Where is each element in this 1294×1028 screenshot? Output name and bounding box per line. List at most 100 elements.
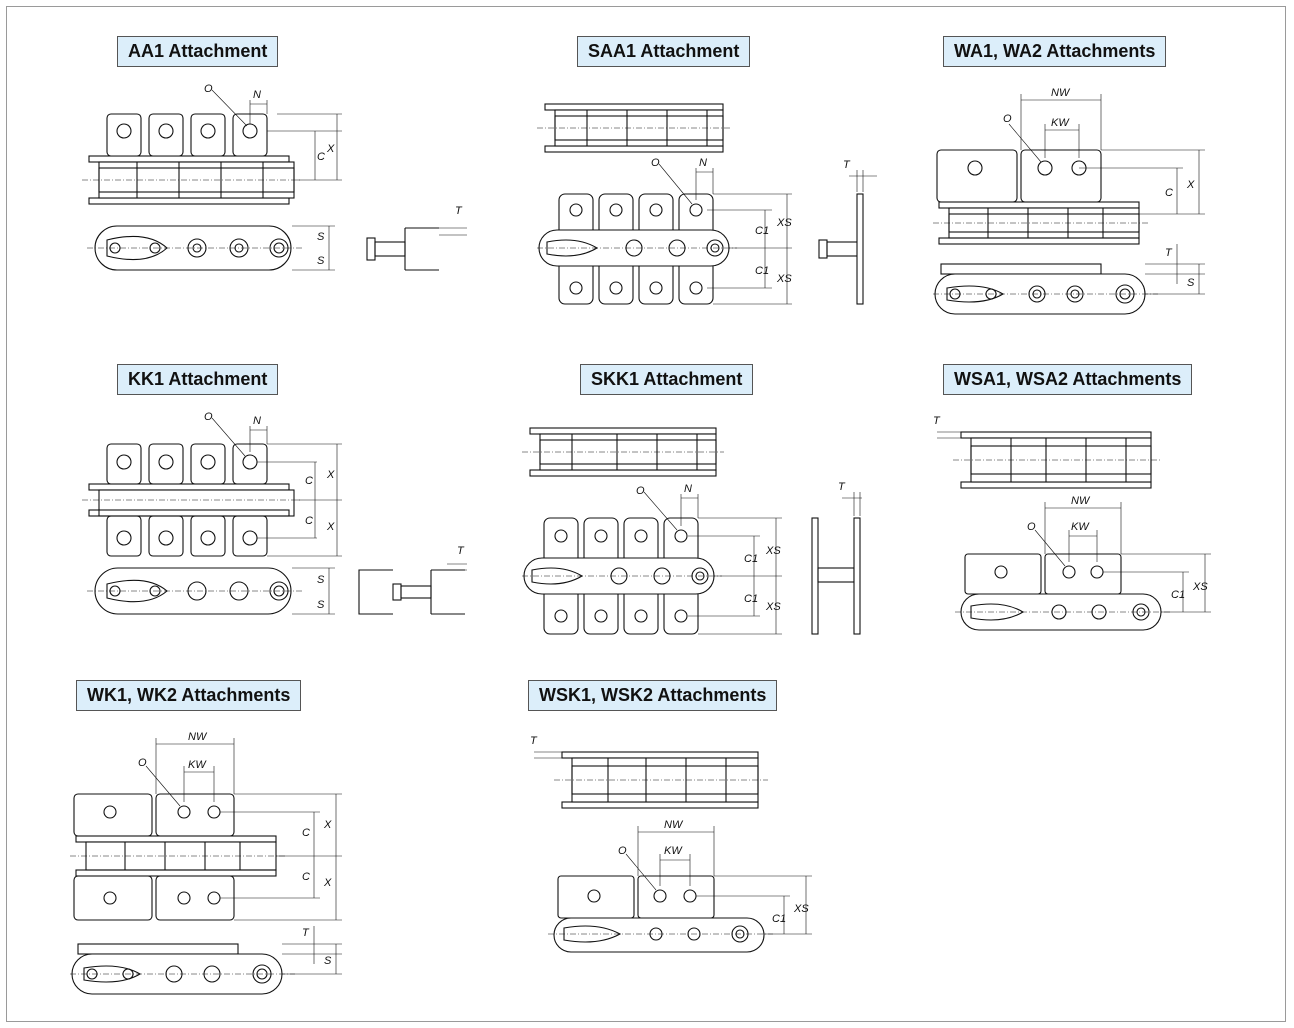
kk1-drawing: O N C X C X S S T bbox=[82, 411, 467, 615]
label-x: X bbox=[326, 143, 335, 155]
label-x: X bbox=[1186, 179, 1195, 191]
panel-title: WSA1, WSA2 Attachments bbox=[943, 364, 1193, 395]
wsk1-drawing: T NW KW O C1 XS bbox=[530, 735, 812, 953]
label-xs2: XS bbox=[776, 273, 792, 285]
label-o: O bbox=[204, 83, 213, 95]
label-nw: NW bbox=[664, 819, 684, 831]
label-t: T bbox=[1165, 247, 1173, 259]
panel-title: WK1, WK2 Attachments bbox=[76, 680, 302, 711]
aa1-front-view: S S bbox=[87, 225, 335, 271]
label-t: T bbox=[302, 927, 310, 939]
panel-title: SAA1 Attachment bbox=[577, 36, 751, 67]
wk1-front-view: T S bbox=[70, 926, 342, 995]
label-c: C bbox=[317, 151, 325, 163]
label-x2: X bbox=[326, 521, 335, 533]
label-t: T bbox=[455, 205, 463, 217]
panel-wa1: WA1, WA2 Attachments NW KW bbox=[933, 36, 1243, 336]
label-n: N bbox=[684, 483, 692, 495]
kk1-side-view: T bbox=[358, 545, 467, 615]
panel-saa1: SAA1 Attachment bbox=[537, 36, 877, 336]
label-nw: NW bbox=[1051, 87, 1071, 99]
label-kw: KW bbox=[1051, 117, 1070, 129]
label-c1: C1 bbox=[1171, 589, 1185, 601]
aa1-drawing: O N C X S S T bbox=[82, 83, 467, 271]
wsa1-drawing: T NW KW O C1 XS bbox=[933, 415, 1211, 631]
saa1-top-view bbox=[537, 103, 732, 153]
wa1-top-view: NW KW O C X bbox=[933, 87, 1205, 245]
label-c1b: C1 bbox=[744, 593, 758, 605]
label-c: C bbox=[305, 475, 313, 487]
label-c1: C1 bbox=[755, 225, 769, 237]
panel-title: SKK1 Attachment bbox=[580, 364, 754, 395]
label-x: X bbox=[326, 469, 335, 481]
panel-skk1: SKK1 Attachment bbox=[522, 364, 880, 654]
label-x: X bbox=[323, 819, 332, 831]
label-c2: C bbox=[302, 871, 310, 883]
label-xs: XS bbox=[776, 217, 792, 229]
panel-aa1: AA1 Attachment O N bbox=[82, 36, 477, 336]
label-c: C bbox=[1165, 187, 1173, 199]
label-kw: KW bbox=[1071, 521, 1090, 533]
saa1-side-view: T bbox=[818, 159, 877, 305]
panel-title: AA1 Attachment bbox=[117, 36, 279, 67]
label-c1: C1 bbox=[772, 913, 786, 925]
label-o: O bbox=[618, 845, 627, 857]
wsk1-front-view: NW KW O C1 XS bbox=[548, 819, 812, 953]
label-s2: S bbox=[317, 255, 325, 267]
aa1-side-view: T bbox=[366, 205, 467, 271]
diagram-frame bbox=[6, 6, 1286, 1022]
wsa1-top-view: T bbox=[933, 415, 1161, 489]
label-t: T bbox=[933, 415, 941, 427]
panel-title: WA1, WA2 Attachments bbox=[943, 36, 1167, 67]
wk1-top-view: NW KW O C X C X bbox=[70, 731, 342, 921]
label-xs: XS bbox=[765, 545, 781, 557]
panel-wsk1: WSK1, WSK2 Attachments T bbox=[528, 680, 828, 980]
label-s: S bbox=[1187, 277, 1195, 289]
panel-title: KK1 Attachment bbox=[117, 364, 279, 395]
label-o: O bbox=[138, 757, 147, 769]
panel-kk1: KK1 Attachment O N bbox=[82, 364, 477, 654]
label-xs: XS bbox=[793, 903, 809, 915]
label-s: S bbox=[317, 231, 325, 243]
kk1-front-view: S S bbox=[87, 567, 335, 615]
label-nw: NW bbox=[188, 731, 208, 743]
wk1-drawing: NW KW O C X C X T S bbox=[70, 731, 342, 995]
skk1-top-view bbox=[522, 427, 724, 477]
label-c1: C1 bbox=[744, 553, 758, 565]
wsa1-front-view: NW KW O C1 XS bbox=[955, 495, 1211, 631]
kk1-top-view: O N C X C X bbox=[82, 411, 342, 557]
panel-wsa1: WSA1, WSA2 Attachments T bbox=[933, 364, 1243, 654]
wsk1-top-view: T bbox=[530, 735, 768, 809]
label-o: O bbox=[651, 157, 660, 169]
label-x2: X bbox=[323, 877, 332, 889]
saa1-drawing: O N C1 XS C1 XS T bbox=[537, 103, 877, 305]
label-c2: C bbox=[305, 515, 313, 527]
panel-wk1: WK1, WK2 Attachments bbox=[70, 680, 376, 1010]
label-kw: KW bbox=[188, 759, 207, 771]
label-t: T bbox=[838, 481, 846, 493]
wa1-front-view: T S bbox=[933, 244, 1205, 315]
label-c1b: C1 bbox=[755, 265, 769, 277]
label-n: N bbox=[699, 157, 707, 169]
label-o: O bbox=[1003, 113, 1012, 125]
label-t: T bbox=[843, 159, 851, 171]
label-xs2: XS bbox=[765, 601, 781, 613]
saa1-front-view: O N C1 XS C1 XS bbox=[537, 157, 792, 305]
label-nw: NW bbox=[1071, 495, 1091, 507]
label-o: O bbox=[204, 411, 213, 423]
aa1-top-view: O N C X bbox=[82, 83, 342, 205]
label-xs: XS bbox=[1192, 581, 1208, 593]
label-kw: KW bbox=[664, 845, 683, 857]
label-s2: S bbox=[317, 599, 325, 611]
label-n: N bbox=[253, 415, 261, 427]
wa1-drawing: NW KW O C X T S bbox=[933, 87, 1205, 315]
label-s: S bbox=[324, 955, 332, 967]
label-s: S bbox=[317, 574, 325, 586]
label-t: T bbox=[530, 735, 538, 747]
panel-title: WSK1, WSK2 Attachments bbox=[528, 680, 778, 711]
skk1-side-view: T bbox=[811, 481, 862, 635]
skk1-drawing: O N C1 XS C1 XS T bbox=[522, 427, 862, 635]
label-o: O bbox=[1027, 521, 1036, 533]
label-c: C bbox=[302, 827, 310, 839]
label-o: O bbox=[636, 485, 645, 497]
